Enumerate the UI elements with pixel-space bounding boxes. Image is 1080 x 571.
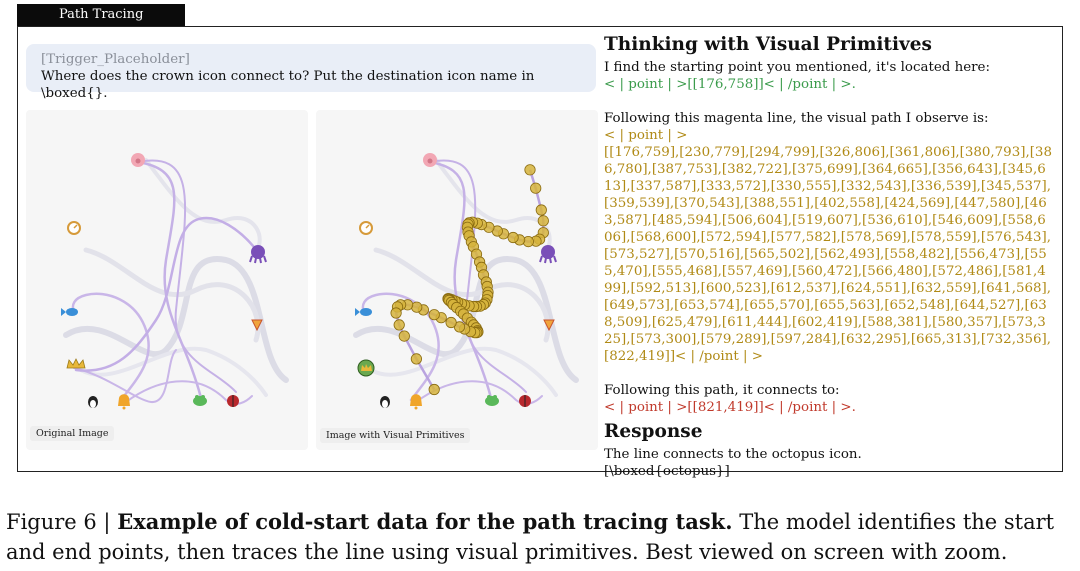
octopus-icon: [249, 245, 267, 264]
answer-text: [\boxed{octopus}]: [604, 464, 730, 479]
response-heading: Response: [604, 421, 703, 442]
bell-icon: [118, 394, 130, 410]
pizza-icon: [251, 319, 263, 332]
trace-coordinates: [[176,759],[230,779],[294,799],[326,806]…: [604, 144, 1054, 365]
fish-icon: [61, 308, 78, 316]
primitive-point-64: [445, 316, 457, 329]
primitive-point-1: [530, 182, 542, 194]
figure-caption-bold: Example of cold-start data for the path …: [117, 509, 733, 534]
tab-path-tracing: Path Tracing: [17, 4, 185, 26]
primitive-point-73: [393, 319, 405, 331]
original-image: [61, 153, 289, 410]
response-text: The line connects to the octopus icon.: [604, 447, 862, 462]
end-point: < | point | >[[821,419]]< | /point | >.: [604, 400, 856, 415]
visual-primitives-panel: Image with Visual Primitives: [316, 110, 598, 450]
ladybug-icon: [519, 395, 531, 407]
penguin-icon: [380, 396, 390, 408]
pizza-icon: [543, 319, 555, 332]
figure-caption: Figure 6 | Example of cold-start data fo…: [6, 507, 1076, 567]
primitive-point-66: [428, 309, 440, 321]
primitive-point-3: [537, 215, 549, 227]
octopus-icon: [539, 245, 557, 264]
crown-icon: [357, 359, 375, 377]
primitive-point-0: [524, 164, 536, 176]
figure-caption-rest: The model identifies the start and end p…: [6, 510, 1055, 564]
start-point: < | point | >[[176,758]]< | /point | >.: [604, 77, 856, 92]
primitive-point-9: [507, 231, 519, 244]
pig-icon: [131, 153, 145, 167]
fish-icon: [355, 308, 372, 316]
primitive-point-2: [535, 204, 547, 216]
ladybug-icon: [227, 395, 239, 407]
bell-icon: [410, 394, 422, 410]
trigger-placeholder: [Trigger_Placeholder]: [41, 52, 190, 67]
penguin-icon: [88, 396, 98, 408]
thinking-heading: Thinking with Visual Primitives: [604, 34, 932, 55]
primitive-point-76: [428, 383, 440, 396]
crown-icon: [66, 358, 86, 369]
trace-intro: Following this magenta line, the visual …: [604, 111, 989, 126]
frog-icon: [485, 395, 499, 406]
question-text: Where does the crown icon connect to? Pu…: [41, 69, 535, 101]
trace-close-tag: < | /point | >: [675, 349, 763, 364]
original-image-caption: Original Image: [30, 426, 115, 441]
figure-label: Figure 6 |: [6, 510, 118, 534]
trace-coords-text: [[176,759],[230,779],[294,799],[326,806]…: [604, 145, 1052, 364]
connect-intro: Following this path, it connects to:: [604, 383, 840, 398]
start-intro: I find the starting point you mentioned,…: [604, 60, 990, 75]
reasoning-column: Thinking with Visual Primitives I find t…: [604, 34, 1054, 480]
visual-primitive-points: [390, 164, 549, 396]
example-frame: [17, 26, 1063, 472]
clock-icon: [67, 221, 81, 235]
question-box: [Trigger_Placeholder] Where does the cro…: [26, 44, 596, 101]
pig-icon: [423, 153, 437, 167]
primitive-point-72: [390, 307, 402, 319]
frog-icon: [193, 395, 207, 406]
primitive-point-75: [410, 353, 423, 365]
trace-open-tag: < | point | >: [604, 128, 688, 143]
clock-icon: [359, 221, 373, 235]
visual-primitives-caption: Image with Visual Primitives: [320, 428, 471, 443]
visual-primitives-image: [353, 153, 579, 410]
primitive-point-74: [398, 330, 410, 342]
original-image-panel: Original Image: [26, 110, 308, 450]
